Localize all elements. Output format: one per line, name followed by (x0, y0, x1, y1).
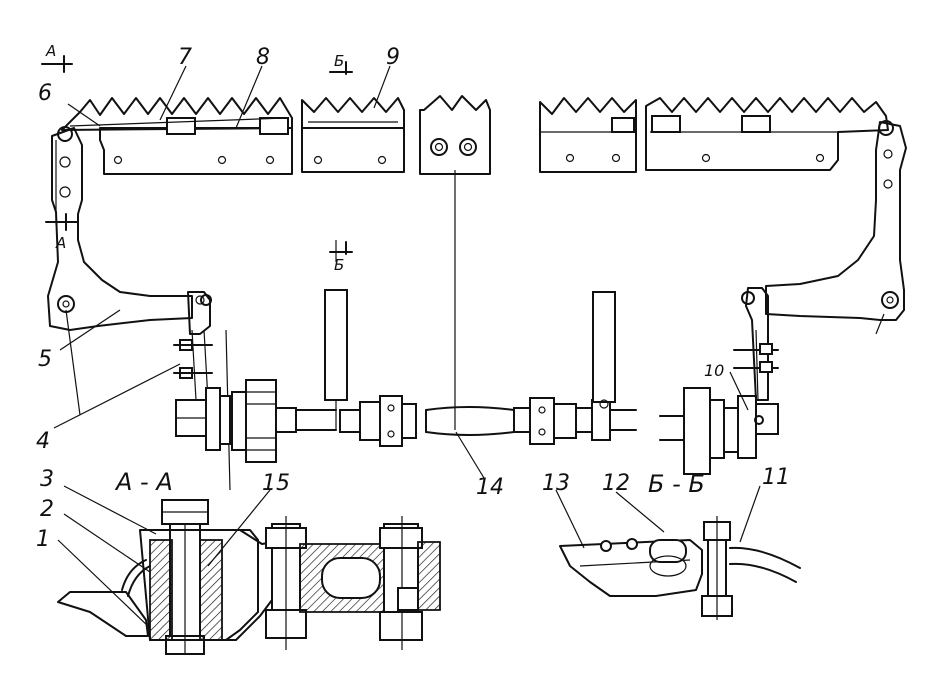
left-universal-joint (339, 395, 417, 447)
cutter-bar-right-segment-a (539, 97, 637, 173)
section-label-b-top: Б (334, 52, 344, 70)
section-aa-view: А - А (57, 468, 441, 655)
callout-3: 3 (40, 467, 54, 492)
callout-15: 15 (262, 471, 290, 496)
callout-5: 5 (38, 347, 52, 372)
cutter-bar-right-segment-b (645, 97, 889, 171)
section-marker-a-mid: А (45, 213, 79, 252)
callout-7: 7 (178, 45, 192, 70)
section-label-b-mid: Б (334, 256, 344, 274)
knife-head-assembly (419, 95, 491, 175)
cutter-bar-left-segment (61, 97, 293, 175)
right-swing-arm (765, 120, 907, 335)
callout-8: 8 (256, 45, 270, 70)
section-marker-b-top: Б (329, 52, 353, 75)
left-swing-arm (47, 126, 193, 416)
callout-4: 4 (36, 429, 50, 454)
section-aa-title: А - А (114, 468, 173, 496)
callout-12: 12 (602, 471, 630, 496)
callout-13: 13 (542, 471, 570, 496)
callout-6: 6 (38, 81, 52, 106)
section-marker-a-top: А (41, 42, 73, 73)
section-label-a-top: А (45, 42, 56, 60)
callout-2: 2 (40, 497, 54, 522)
section-bb-view: Б - Б (559, 470, 801, 620)
left-drive-pulley-assembly (175, 379, 337, 463)
right-universal-joint (513, 397, 637, 445)
right-vertical-rod (592, 291, 616, 409)
section-bb-title: Б - Б (648, 470, 705, 498)
left-bracket-group (173, 291, 231, 491)
section-label-a-mid: А (55, 234, 66, 252)
callout-leaders (53, 65, 761, 629)
callout-11: 11 (762, 465, 790, 490)
right-drive-assembly (659, 387, 779, 475)
left-vertical-rod (324, 240, 348, 430)
cutter-bar-middle-segment (301, 97, 405, 173)
callout-14: 14 (476, 475, 504, 500)
callout-10: 10 (704, 361, 724, 380)
central-shaft (425, 170, 515, 436)
callout-1: 1 (36, 527, 50, 552)
right-bracket-group (733, 287, 779, 401)
section-marker-b-mid: Б (329, 241, 353, 274)
callout-9: 9 (386, 45, 400, 70)
